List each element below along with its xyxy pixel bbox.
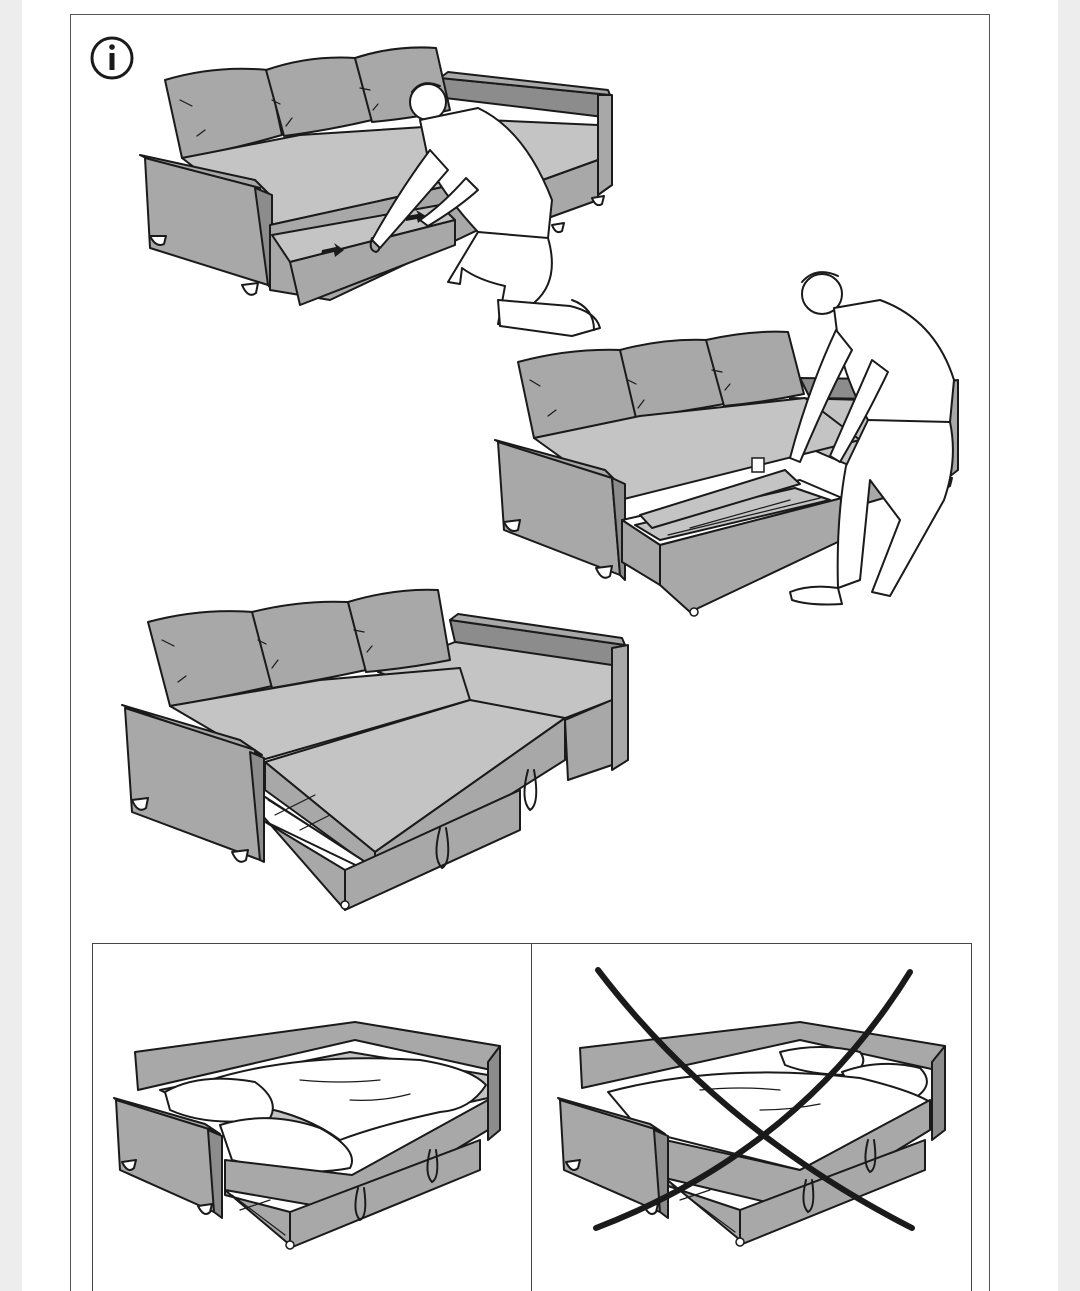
cross-out-icon [593, 967, 915, 1231]
person-kneeling [371, 82, 601, 337]
step-2-illustration [494, 271, 959, 617]
step-1-illustration [139, 46, 613, 337]
info-icon [90, 36, 134, 80]
person-bending [789, 271, 955, 606]
back-cushions [517, 330, 805, 439]
correct-bed-illustration [113, 1021, 501, 1250]
instruction-frame [70, 14, 990, 1291]
step-3-illustration [121, 588, 629, 911]
incorrect-bed-illustration [557, 967, 946, 1247]
back-cushions [147, 588, 451, 707]
